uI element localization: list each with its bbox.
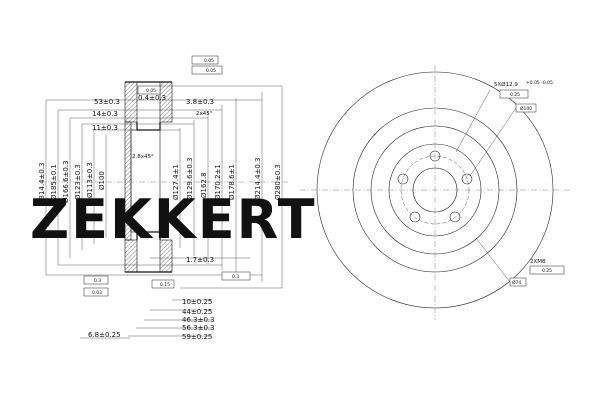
chamfer-inner-label: 2.8x45° [132,154,154,160]
extension-lines [45,86,283,288]
left-bottom-dim: 6.8±0.25 [88,331,121,339]
dia-right-6: Ø280±0.3 [274,164,282,200]
top-dims: 53±0.3 14±0.3 11±0.3 0.4±0.3 3.8±0.3 2x4… [92,55,223,160]
bottom-tol-3: 0.3 [232,274,239,280]
bottom-stack: 10±0.25 44±0.25 46.3±0.3 56.3±0.3 59±0.2… [80,298,215,341]
bottom-note: 2XM8 [530,259,546,265]
side-section-view: Ø314.4±0.3 Ø185±0.1 Ø166.6±0.3 Ø123±0.3 … [38,55,290,341]
bolt-callout: 5XØ12.9 [494,81,518,88]
tol-top-box: 0.05 [146,88,156,94]
stack-46: 46.3±0.3 [182,316,215,324]
hub-label: Ø74 [512,279,521,286]
bolt-tol: +0.05 -0.05 [526,80,553,86]
top-dim-04: 0.4±0.3 [138,94,166,102]
brand-logo: ZEKKERT [30,188,317,251]
dia-left-4: Ø113±0.3 [86,162,94,198]
dim-1-7: 1.7±0.3 [186,256,214,264]
dia-right-5: Ø214.4±0.3 [254,157,262,200]
stack-10: 10±0.25 [182,298,212,306]
dia-right-2: Ø162.8 [200,172,208,198]
dia-left-5: Ø100 [98,171,106,190]
bolt-holes [397,150,473,223]
top-dim-38: 3.8±0.3 [186,98,214,106]
right-diameters: Ø127.4±1 Ø129.6±0.3 Ø162.8 Ø170.2±1 Ø178… [172,157,282,200]
dia-left-2: Ø166.6±0.3 [62,160,70,203]
dia-left-1: Ø185±0.1 [50,164,58,200]
stack-44: 44±0.25 [182,308,212,316]
dia-right-4: Ø178.6±1 [228,164,236,200]
dia-right-3: Ø170.2±1 [214,164,222,200]
dia-left-3: Ø123±0.3 [74,164,82,200]
dia-right-1: Ø129.6±0.3 [186,157,194,200]
bolt-tol-box: 0.25 [510,92,520,98]
bottom-tol-2: 0.15 [160,282,170,288]
dia-right-0: Ø127.4±1 [172,164,180,200]
front-view: 5XØ12.9 +0.05 -0.05 0.25 Ø100 Ø74 2XM8 0… [300,65,570,320]
chamfer-label: 2x45° [196,111,213,117]
top-dim-11: 11±0.3 [92,124,118,132]
bottom-tol-box: 0.25 [542,268,552,274]
bottom-tol-1: 0.03 [92,290,102,296]
top-dim-14: 14±0.3 [92,110,118,118]
left-diameters: Ø314.4±0.3 Ø185±0.1 Ø166.6±0.3 Ø123±0.3 … [38,160,106,205]
disc-profile [40,81,290,273]
tol-top-0: 0.05 [204,58,214,64]
bottom-dims: 1.7±0.3 0.3 0.03 0.15 0.3 10±0.25 44±0.2… [80,256,251,341]
stack-59: 59±0.25 [182,333,212,341]
dia-left-0: Ø314.4±0.3 [38,162,46,205]
top-dim-53: 53±0.3 [94,98,120,106]
tol-top-1: 0.05 [206,68,216,74]
bottom-tol-0: 0.3 [94,278,101,284]
stack-56: 56.3±0.3 [182,324,215,332]
pcd-label: Ø100 [520,105,532,112]
